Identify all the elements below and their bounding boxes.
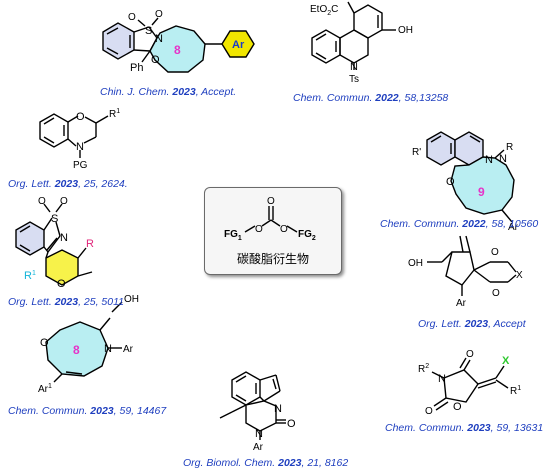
atom-label: OH (124, 294, 139, 305)
reference-5: Org. Lett. 2023, 25, 5011 (8, 296, 124, 308)
atom-label: Ph (130, 62, 143, 74)
carbonate-derivative-label: 碳酸脂衍生物 (236, 252, 309, 266)
atom-label: O (40, 337, 49, 349)
structure-benzisothiazole-pyran (15, 203, 93, 286)
ring-size-label: 8 (174, 43, 181, 57)
atom-label: S (145, 25, 152, 37)
atom-label: N (155, 33, 163, 45)
carbonate-derivative-box: O O O FG1 FG2 碳酸脂衍生物 (204, 187, 342, 275)
structure-spiro (427, 235, 517, 296)
ring-size-label: 9 (478, 185, 485, 199)
atom-label: N (274, 403, 282, 415)
atom-label: O (466, 349, 474, 360)
atom-label: Ar (253, 442, 264, 453)
structure-8ring-oxazocine (45, 301, 123, 383)
atom-label: R' (412, 147, 421, 158)
atom-label: O (425, 406, 433, 417)
atom-label: OH (398, 25, 413, 36)
atom-label: O (492, 288, 500, 299)
reference-6: Org. Lett. 2023, Accept (418, 318, 526, 330)
atom-label: O (255, 224, 263, 235)
atom-label: Ar (456, 298, 467, 309)
atom-label: N (438, 373, 446, 385)
atom-label: O (280, 224, 288, 235)
atom-label: O (155, 9, 163, 20)
atom-label: R (506, 142, 513, 153)
structure-pyrimidoindole (219, 371, 286, 440)
atom-label: O (267, 196, 275, 207)
carbonate-structure: O O O FG1 FG2 (224, 196, 316, 242)
atom-label: OH (408, 258, 423, 269)
fg1-label: FG1 (224, 229, 242, 242)
atom-label: X (502, 355, 510, 367)
atom-label: O (128, 12, 136, 23)
atom-label: Ts (349, 74, 359, 85)
atom-label: N (60, 232, 68, 244)
reference-8: Org. Biomol. Chem. 2023, 21, 8162 (183, 457, 349, 469)
atom-label: O (446, 176, 455, 188)
atom-label: Ar (123, 344, 134, 355)
atom-label: R1 (24, 270, 36, 282)
atom-label: R1 (109, 108, 120, 120)
atom-label: O (60, 196, 68, 207)
atom-label: R (86, 238, 94, 250)
structure-benzosultam-8ring (102, 17, 255, 73)
atom-label: N (350, 61, 358, 73)
atom-label: EtO2C (310, 4, 338, 17)
atom-label: O (38, 196, 46, 207)
structure-oxazolidinedione (431, 357, 509, 411)
ar-group-label: Ar (232, 39, 245, 51)
atom-label: N (104, 343, 112, 355)
atom-label: N (485, 154, 493, 166)
reference-7: Chem. Commun. 2023, 59, 14467 (8, 405, 167, 417)
atom-label: S (51, 213, 58, 225)
atom-label: O (76, 111, 85, 123)
atom-label: O (491, 247, 499, 258)
reference-1: Chin. J. Chem. 2023, Accept. (100, 86, 237, 98)
atom-label: O (453, 401, 462, 413)
atom-label: X (516, 270, 523, 281)
reference-9: Chem. Commun. 2023, 59, 13631 (385, 422, 544, 434)
atom-label: R2 (418, 363, 429, 375)
atom-label: PG (73, 160, 88, 171)
atom-label: O (287, 418, 296, 430)
atom-label: O (57, 278, 66, 290)
atom-label: N (255, 428, 263, 440)
reference-3: Org. Lett. 2023, 25, 2624. (8, 178, 128, 190)
reference-4: Chem. Commun. 2022, 58, 10560 (380, 218, 539, 230)
atom-label: Ar1 (38, 383, 52, 395)
atom-label: N (499, 153, 507, 165)
atom-label: O (151, 54, 160, 66)
structure-benzoxazine (39, 113, 109, 158)
atom-label: N (76, 141, 84, 153)
reference-2: Chem. Commun. 2022, 58,13258 (293, 92, 449, 104)
ring-size-label: 8 (73, 343, 80, 357)
fg2-label: FG2 (298, 229, 316, 242)
structure-9ring (426, 131, 515, 223)
atom-label: R1 (510, 385, 521, 397)
atom-label: Ar (508, 222, 519, 233)
structure-phenanthridine (311, 1, 396, 70)
